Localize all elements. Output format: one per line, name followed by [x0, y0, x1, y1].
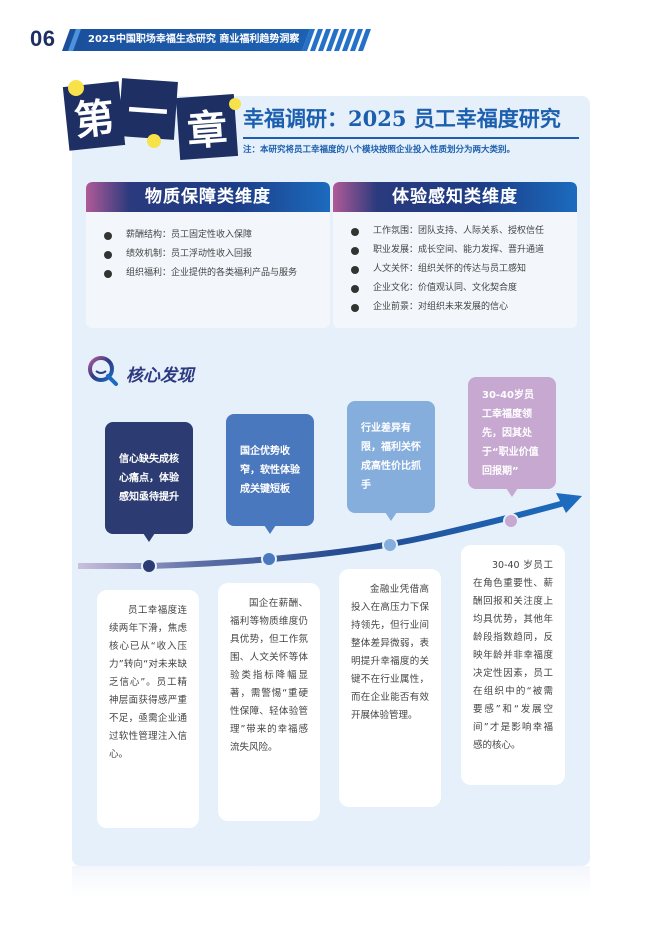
category-card-experience: 体验感知类维度 工作氛围：团队支持、人际关系、授权信任 职业发展：成长空间、能力… — [333, 182, 577, 328]
list-item: 人文关怀：组织关怀的传达与员工感知 — [351, 260, 577, 279]
finding-detail-card: 30-40 岁员工在角色重要性、薪酬回报和关注度上均具优势，其他年龄段指数趋同，… — [461, 545, 565, 785]
list-item: 工作氛围：团队支持、人际关系、授权信任 — [351, 222, 577, 241]
panel-fade — [72, 866, 590, 896]
bullet-icon — [351, 265, 359, 274]
category-title: 体验感知类维度 — [333, 182, 577, 212]
bullet-icon — [104, 250, 112, 259]
findings-header: 核心发现 — [86, 354, 194, 392]
list-item: 企业文化：价值观认同、文化契合度 — [351, 279, 577, 298]
finding-bubble: 行业差异有限，福利关怀成高性价比抓手 — [347, 401, 435, 521]
decor-dot — [68, 80, 84, 96]
category-list: 薪酬结构：员工固定性收入保障 绩效机制：员工浮动性收入回报 组织福利：企业提供的… — [86, 212, 330, 283]
timeline-node — [382, 537, 398, 553]
bullet-icon — [104, 269, 112, 278]
finding-bubble: 国企优势收窄，软性体验成关键短板 — [226, 414, 314, 534]
decor-dot — [229, 98, 241, 110]
chapter-title: 幸福调研：2025 员工幸福度研究 — [243, 106, 561, 131]
category-list: 工作氛围：团队支持、人际关系、授权信任 职业发展：成长空间、能力发挥、晋升通道 … — [333, 212, 577, 317]
finding-bubble: 信心缺失成核心痛点，体验感知亟待提升 — [105, 422, 193, 542]
bubble-tail — [143, 533, 155, 542]
list-item: 绩效机制：员工浮动性收入回报 — [104, 245, 330, 264]
decor-dot — [147, 134, 161, 148]
list-item: 企业前景：对组织未来发展的信心 — [351, 298, 577, 317]
bullet-icon — [351, 246, 359, 255]
list-item: 薪酬结构：员工固定性收入保障 — [104, 226, 330, 245]
timeline-node — [503, 513, 519, 529]
finding-detail-card: 员工幸福度连续两年下滑，焦虑核心已从“收入压力”转向“对未来缺乏信心”。员工精神… — [97, 590, 199, 828]
search-icon — [86, 354, 120, 392]
finding-bubble: 30-40岁员工幸福度领先，因其处于“职业价值回报期” — [468, 377, 556, 497]
finding-detail-card: 金融业凭借高投入在高压力下保持领先，但行业间整体差异微弱，表明提升幸福度的关键不… — [339, 569, 441, 807]
bullet-icon — [351, 303, 359, 312]
timeline-node — [261, 551, 277, 567]
list-item: 组织福利：企业提供的各类福利产品与服务 — [104, 264, 330, 283]
bubble-tail — [506, 488, 518, 497]
bubble-tail — [385, 512, 397, 521]
category-title: 物质保障类维度 — [86, 182, 330, 212]
category-card-material: 物质保障类维度 薪酬结构：员工固定性收入保障 绩效机制：员工浮动性收入回报 组织… — [86, 182, 330, 328]
section-title: 核心发现 — [126, 365, 194, 386]
page-number: 06 — [30, 26, 56, 51]
list-item: 职业发展：成长空间、能力发挥、晋升通道 — [351, 241, 577, 260]
bubble-tail — [264, 525, 276, 534]
timeline-node — [141, 558, 157, 574]
header-title: 2025中国职场幸福生态研究 商业福利趋势洞察 — [88, 34, 300, 45]
bullet-icon — [104, 231, 112, 240]
title-divider — [243, 137, 579, 139]
finding-detail-card: 国企在薪酬、福利等物质维度仍具优势，但工作氛围、人文关怀等体验类指标降幅显著，需… — [218, 583, 320, 821]
chapter-note: 注：本研究将员工幸福度的八个模块按照企业投入性质划分为两大类别。 — [243, 145, 516, 155]
bullet-icon — [351, 284, 359, 293]
bullet-icon — [351, 227, 359, 236]
